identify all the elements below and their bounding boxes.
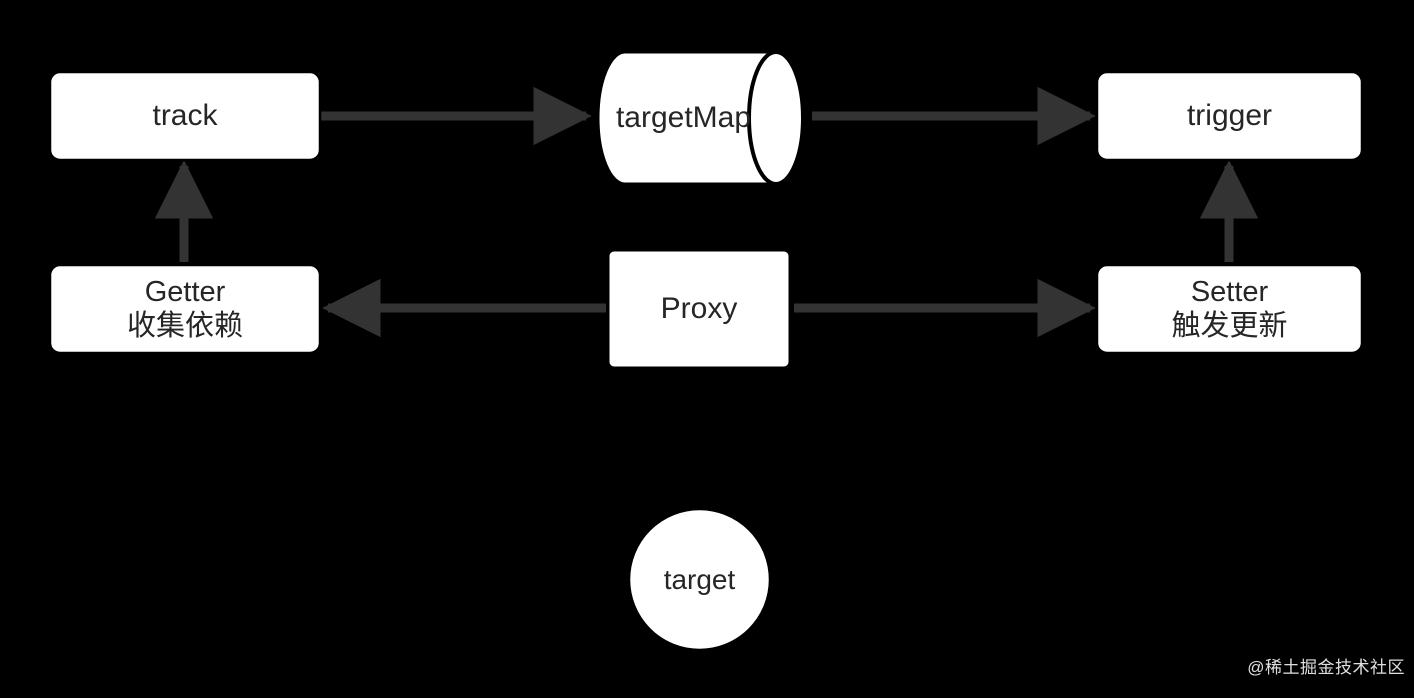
node-track[interactable] (48, 70, 322, 162)
node-trigger[interactable] (1095, 70, 1364, 162)
edge-layer (154, 86, 1259, 338)
node-getter[interactable] (48, 263, 322, 355)
node-target[interactable] (627, 507, 772, 652)
node-layer (48, 50, 1364, 652)
node-targetmap[interactable] (596, 50, 805, 186)
node-setter[interactable] (1095, 263, 1364, 355)
node-proxy[interactable] (606, 248, 792, 370)
